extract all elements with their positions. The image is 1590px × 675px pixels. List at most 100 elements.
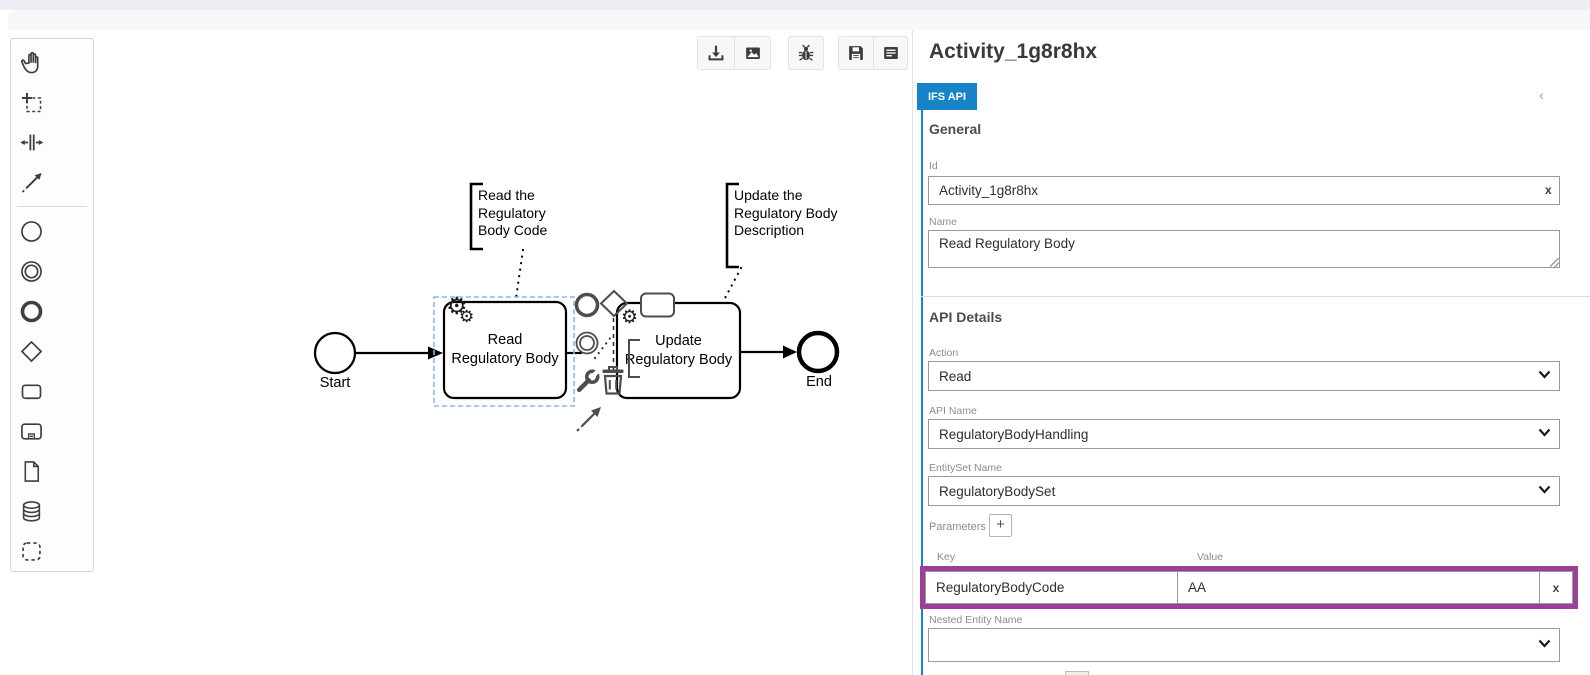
palette-separator xyxy=(17,206,87,207)
association-update-annotation xyxy=(722,266,743,302)
entityset-name-select[interactable]: RegulatoryBodySet xyxy=(928,476,1560,506)
global-connect-tool[interactable] xyxy=(11,162,93,202)
action-select[interactable]: Read xyxy=(928,361,1560,391)
create-group[interactable] xyxy=(11,531,93,571)
chevron-down-icon xyxy=(1538,485,1551,494)
create-end-event[interactable] xyxy=(11,291,93,331)
end-event-icon xyxy=(20,300,43,322)
section-divider xyxy=(921,296,1590,297)
nested-entity-name-select[interactable] xyxy=(928,628,1560,662)
subprocess-icon xyxy=(21,422,42,440)
task-read-label: Read Regulatory Body xyxy=(451,332,559,367)
create-task[interactable] xyxy=(11,371,93,411)
name-label: Name xyxy=(929,216,958,228)
create-start-event[interactable] xyxy=(11,211,93,251)
append-end-event-icon[interactable] xyxy=(574,292,600,318)
start-event-shape[interactable] xyxy=(313,331,357,375)
association-read-annotation xyxy=(514,248,525,300)
start-event-icon xyxy=(21,220,42,242)
task-update-label: Update Regulatory Body xyxy=(624,332,733,368)
annotation-update[interactable]: Update the Regulatory Body Description xyxy=(734,187,838,238)
intermediate-event-icon xyxy=(21,260,42,282)
create-intermediate-event[interactable] xyxy=(11,251,93,291)
export-image-button[interactable] xyxy=(734,37,770,69)
arrowhead xyxy=(428,346,443,360)
id-input[interactable] xyxy=(928,176,1560,205)
gateway-icon xyxy=(20,340,43,362)
end-event-label: End xyxy=(806,374,832,390)
name-textarea[interactable] xyxy=(928,230,1560,268)
trash-icon[interactable] xyxy=(602,366,624,395)
hand-tool[interactable] xyxy=(11,42,93,82)
task-update-regulatory-body[interactable] xyxy=(615,301,742,400)
selection-outline xyxy=(433,296,575,407)
context-pad xyxy=(574,289,675,432)
nested-entity-name-label: Nested Entity Name xyxy=(929,614,1023,626)
chevron-down-icon xyxy=(1538,428,1551,437)
append-text-annotation-icon[interactable] xyxy=(628,339,640,378)
data-object-icon xyxy=(24,460,40,482)
textarea-resize-grip[interactable] xyxy=(1550,258,1559,267)
parameter-row-highlighted: RegulatoryBodyCode AA x xyxy=(920,566,1578,609)
form-button[interactable] xyxy=(873,37,907,69)
create-data-store[interactable] xyxy=(11,491,93,531)
download-icon xyxy=(708,45,724,61)
toolbar-group-file xyxy=(838,36,908,70)
entityset-name-label: EntitySet Name xyxy=(929,462,1002,474)
service-task-gears-icon: ⚙ xyxy=(446,293,468,320)
chevron-down-icon xyxy=(1538,370,1551,379)
parameter-value-input[interactable]: AA xyxy=(1177,571,1540,604)
annotation-bracket-update[interactable] xyxy=(725,182,739,269)
palette xyxy=(10,38,94,572)
service-task-gears-icon: ⚙ xyxy=(459,307,475,326)
space-tool[interactable] xyxy=(11,122,93,162)
task-read-regulatory-body[interactable] xyxy=(442,300,568,400)
save-button[interactable] xyxy=(839,37,873,69)
data-store-icon xyxy=(22,500,41,522)
diagram-canvas[interactable]: Read Regulatory Body Update Regulatory B… xyxy=(0,30,912,675)
panel-title: Activity_1g8r8hx xyxy=(929,40,1098,63)
arrowhead xyxy=(783,345,797,359)
annotation-read[interactable]: Read the Regulatory Body Code xyxy=(478,187,548,238)
create-data-object[interactable] xyxy=(11,451,93,491)
id-clear-button[interactable]: x xyxy=(1545,183,1552,197)
space-tool-icon xyxy=(20,134,44,150)
value-header: Value xyxy=(1197,551,1224,563)
api-name-select[interactable]: RegulatoryBodyHandling xyxy=(928,419,1560,449)
start-event-label: Start xyxy=(319,375,351,391)
connect-tool-icon[interactable] xyxy=(576,407,601,432)
create-subprocess[interactable] xyxy=(11,411,93,451)
wrench-icon[interactable] xyxy=(575,368,601,394)
tab-ifs-api[interactable]: IFS API xyxy=(917,83,977,110)
service-task-gears-icon: ⚙ xyxy=(621,307,639,328)
append-intermediate-event-icon[interactable] xyxy=(575,331,599,355)
id-label: Id xyxy=(929,160,938,172)
content-card-top xyxy=(8,10,1590,31)
image-icon xyxy=(745,47,760,59)
append-task-icon[interactable] xyxy=(640,292,675,318)
end-event-shape[interactable] xyxy=(796,330,840,374)
window-top-strip xyxy=(0,0,1590,10)
create-gateway[interactable] xyxy=(11,331,93,371)
append-gateway-icon[interactable] xyxy=(599,289,629,318)
properties-panel: Activity_1g8r8hx IFS API ‹ General Id x … xyxy=(912,30,1590,675)
lasso-tool[interactable] xyxy=(11,82,93,122)
connect-arrow-icon xyxy=(21,172,42,193)
parameters-label: Parameters xyxy=(929,521,986,533)
download-button[interactable] xyxy=(698,37,734,69)
collapse-panel-icon[interactable]: ‹ xyxy=(1539,87,1544,104)
chevron-down-icon xyxy=(1538,639,1551,648)
remove-parameter-button[interactable]: x xyxy=(1540,571,1573,604)
add-parameter-button[interactable]: + xyxy=(989,514,1012,537)
form-icon xyxy=(883,47,898,59)
association-crossing-dots xyxy=(593,335,613,360)
debug-button[interactable] xyxy=(789,37,823,69)
annotation-bracket-read[interactable] xyxy=(469,182,483,251)
cutoff-add-button[interactable] xyxy=(1065,671,1089,675)
diagram-layer xyxy=(313,182,840,407)
lasso-icon xyxy=(21,92,42,112)
api-name-label: API Name xyxy=(929,405,977,417)
hand-icon xyxy=(21,51,39,73)
parameter-key-input[interactable]: RegulatoryBodyCode xyxy=(925,571,1177,604)
